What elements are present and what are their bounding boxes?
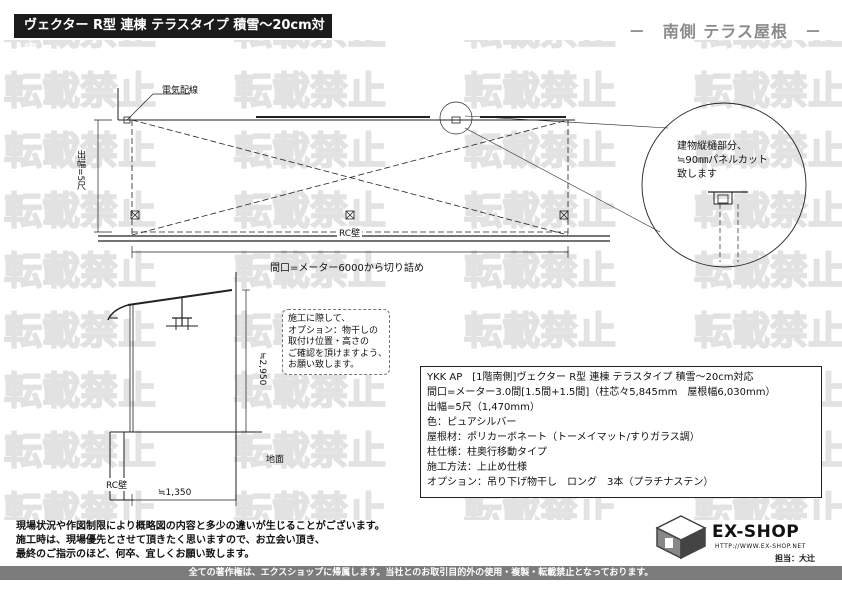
spec-line: 柱仕様：柱奥行移動タイプ bbox=[427, 447, 547, 458]
spec-line: 色：ピュアシルバー bbox=[427, 417, 517, 428]
ground-label: 地面 bbox=[266, 455, 285, 465]
section-heading: － 南側 テラス屋根 － bbox=[628, 22, 822, 41]
height-dimension-label: ≒2,950 bbox=[257, 352, 267, 386]
note-line: ご確認を頂けますよう、 bbox=[288, 348, 388, 359]
page-title: ヴェクター R型 連棟 テラスタイプ 積雪～20cm対応 bbox=[14, 14, 332, 57]
depth-dimension-label: ≒1,350 bbox=[158, 488, 192, 498]
width-dimension-label: 間口=メーター6000から切り詰め bbox=[270, 263, 424, 274]
staff-label: 担当：大辻 bbox=[775, 554, 815, 563]
spec-line: 屋根材：ポリカーボネート（トーメイマット/すりガラス調） bbox=[427, 432, 700, 443]
exshop-logo: EX-SHOP HTTP://WWW.EX-SHOP.NET 担当：大辻 bbox=[655, 512, 825, 564]
disclaimer-line: 最終のご指示のほど、何卒、宜しくお願い致します。 bbox=[16, 549, 255, 560]
callout-note: 建物縦樋部分、 ≒90㎜パネルカット 致します bbox=[677, 140, 768, 182]
logo-url: HTTP://WWW.EX-SHOP.NET bbox=[715, 543, 806, 550]
callout-line: 致します bbox=[677, 169, 717, 180]
spec-line: オプション：吊り下げ物干し ロング 3本（プラチナステン） bbox=[427, 477, 714, 488]
specification-box: YKK AP [1階南側]ヴェクター R型 連棟 テラスタイプ 積雪～20cm対… bbox=[420, 366, 822, 498]
electrical-wiring-label: 電気配線 bbox=[162, 86, 199, 96]
note-line: 取付け位置・高さの bbox=[288, 337, 370, 347]
spec-line: 間口=メーター3.0間[1.5間+1.5間]（柱芯々5,845mm 屋根幅6,0… bbox=[427, 387, 776, 398]
spec-line: 施工方法：上止め仕様 bbox=[427, 462, 527, 473]
callout-line: ≒90㎜パネルカット bbox=[677, 155, 768, 166]
disclaimer-text: 現場状況や作図制限により概略図の内容と多少の違いが生じることがございます。 施工… bbox=[16, 520, 385, 562]
spec-line: 出幅=5尺（1,470mm） bbox=[427, 402, 540, 413]
spec-line: YKK AP [1階南側]ヴェクター R型 連棟 テラスタイプ 積雪～20cm対… bbox=[427, 372, 754, 383]
section-rc-wall-label: RC壁 bbox=[106, 478, 128, 491]
logo-name: EX-SHOP bbox=[712, 522, 800, 542]
copyright-bar: 全ての著作権は、エクスショップに帰属します。当社とのお取引目的外の使用・複製・転… bbox=[0, 566, 842, 580]
disclaimer-line: 現場状況や作図制限により概略図の内容と多少の違いが生じることがございます。 bbox=[16, 521, 385, 532]
note-line: 施工に際して、 bbox=[288, 314, 351, 324]
disclaimer-line: 施工時は、現場優先とさせて頂きたく思いますので、お立会い頂き、 bbox=[16, 535, 325, 546]
plan-rc-wall-label: RC壁 bbox=[337, 226, 363, 239]
note-line: オプション：物干しの bbox=[288, 325, 379, 336]
callout-line: 建物縦樋部分、 bbox=[677, 141, 747, 152]
installation-note: 施工に際して、 オプション：物干しの 取付け位置・高さの ご確認を頂けますよう、… bbox=[282, 309, 390, 375]
note-line: お願い致します。 bbox=[288, 360, 360, 370]
cube-logo-icon bbox=[655, 515, 707, 560]
projection-dimension-label: 出幅=5尺 bbox=[75, 150, 85, 191]
